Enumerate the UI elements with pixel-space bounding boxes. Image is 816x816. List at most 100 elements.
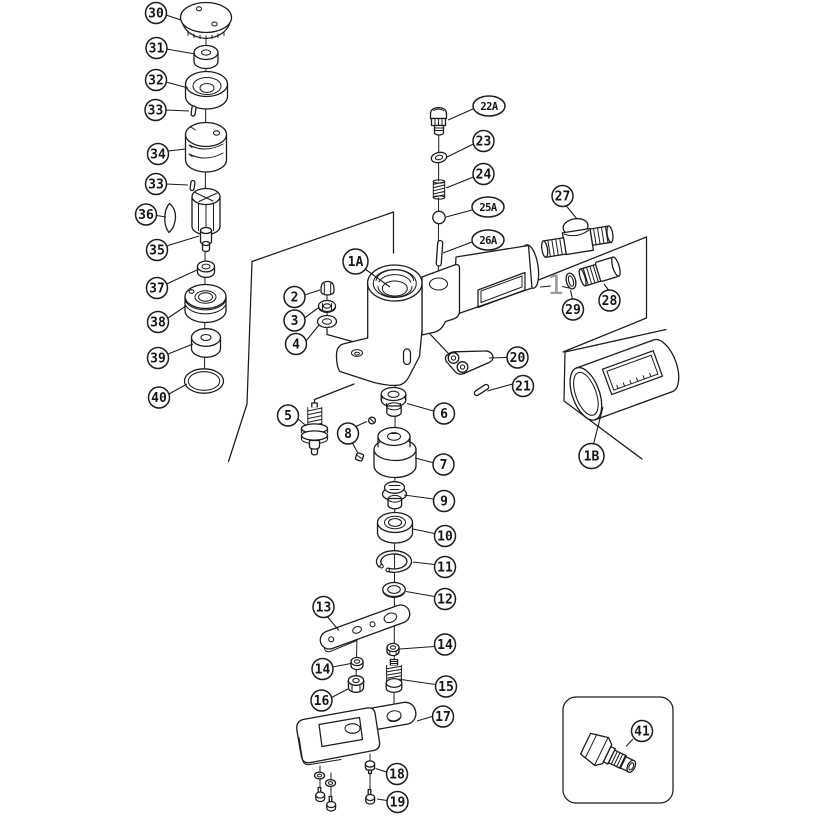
part-1b-grip: [569, 338, 680, 421]
part-15-locking-screw: [385, 658, 403, 694]
callout-circle: [432, 453, 455, 476]
callout-8: 8: [336, 422, 360, 445]
part-5-tip-valve-assembly: [300, 402, 329, 456]
leader-line-27: [565, 205, 578, 220]
callout-label: 4: [292, 338, 300, 353]
part-21-lever-pin: [473, 383, 490, 397]
callout-label: 30: [148, 7, 164, 22]
leader-line-38: [167, 305, 187, 319]
callout-circle: [432, 402, 456, 425]
panel-upper-right: [535, 236, 648, 353]
panel-grip: [563, 328, 667, 460]
callout-circle: [431, 705, 455, 728]
callout-circle: [433, 555, 457, 579]
leader-line-30: [165, 14, 182, 21]
callout-6: 6: [432, 402, 456, 425]
callout-label: 21: [515, 380, 531, 395]
leader-line-36: [156, 214, 167, 218]
part-38-rear-bearing-plate: [184, 283, 227, 324]
callout-label: 38: [150, 316, 166, 331]
callout-circle: [472, 129, 495, 153]
callout-14: 14: [311, 657, 334, 681]
callout-label: 18: [389, 768, 405, 783]
callout-circle: [311, 657, 334, 681]
callout-circle: [146, 142, 170, 166]
part-11-retaining-ring: [375, 550, 413, 573]
callout-circle: [284, 332, 308, 356]
callout-26A: 26A: [471, 229, 505, 251]
leader-line-39: [167, 343, 194, 355]
callout-39: 39: [146, 346, 170, 370]
part-31-spacer: [193, 44, 219, 70]
leader-line-33: [165, 109, 190, 112]
part-32-front-bearing-plate: [184, 70, 229, 110]
part-19-screws-and-nuts: [313, 771, 376, 812]
callout-label: 12: [437, 593, 453, 608]
callout-label: 14: [437, 638, 453, 653]
callout-label: 13: [316, 601, 332, 616]
callout-label: 39: [150, 352, 166, 367]
callout-2: 2: [283, 285, 306, 309]
leader-line-24: [445, 176, 474, 189]
callout-36: 36: [134, 203, 158, 226]
part-27-speed-regulator: [540, 217, 614, 258]
callout-circle: [385, 762, 409, 786]
part-2-cap-nut: [320, 280, 335, 296]
callout-label: 19: [390, 796, 406, 811]
callout-41: 41: [630, 719, 654, 743]
callout-circle: [471, 196, 505, 218]
callout-label: 3: [291, 314, 299, 329]
backdrop-panels: [227, 211, 667, 463]
leader-line-37: [166, 269, 198, 285]
leader-line-4: [305, 324, 320, 342]
callout-33: 33: [144, 172, 168, 196]
callout-circle: [276, 404, 300, 427]
leader-line-14: [399, 645, 435, 650]
callout-label: 34: [150, 148, 166, 163]
part-16-lock-nut: [347, 675, 365, 693]
part-12-washer: [382, 581, 406, 598]
callout-label: 6: [440, 407, 448, 422]
part-25a-valve-ball: [432, 210, 446, 225]
callout-34: 34: [146, 142, 170, 166]
callout-circle: [336, 422, 360, 445]
leader-line-9: [403, 494, 434, 500]
callout-label: 8: [344, 427, 352, 442]
leader-line-26A: [442, 241, 473, 254]
callout-label: 14: [315, 663, 331, 678]
callout-label: 22A: [480, 101, 498, 113]
callout-label: 40: [151, 391, 167, 406]
callout-14: 14: [433, 633, 457, 656]
callout-circle: [433, 633, 457, 656]
callout-22A: 22A: [472, 95, 506, 117]
leader-line-3: [304, 307, 319, 319]
callout-label: 23: [476, 135, 492, 150]
callout-13: 13: [312, 595, 335, 619]
part-17-pad-holder: [296, 701, 417, 766]
part-39-bearing: [190, 328, 222, 358]
callout-circle: [630, 719, 654, 743]
callout-label: 26A: [479, 235, 497, 247]
callout-label: 1B: [584, 450, 600, 465]
callout-label: 11: [437, 561, 453, 576]
part-9-spindle-bushing-lower: [381, 481, 408, 510]
callout-1B: 1B: [578, 442, 605, 470]
callout-label: 24: [476, 168, 492, 183]
part-26a-valve-pin: [435, 239, 444, 267]
callout-circle: [283, 285, 306, 309]
part-29-o-ring: [565, 272, 577, 290]
part-3-nut: [317, 299, 337, 313]
callout-31: 31: [145, 36, 168, 60]
part-1a-housing: [335, 264, 423, 387]
callout-28: 28: [598, 289, 621, 312]
leader-line-40: [168, 383, 188, 395]
callout-1A: 1A: [342, 248, 369, 275]
callout-circle: [551, 184, 574, 208]
leader-line-17: [416, 715, 433, 722]
callout-15: 15: [434, 675, 458, 698]
callout-label: 36: [138, 208, 154, 223]
part-14-nut-right: [386, 642, 400, 657]
callout-27: 27: [551, 184, 574, 208]
